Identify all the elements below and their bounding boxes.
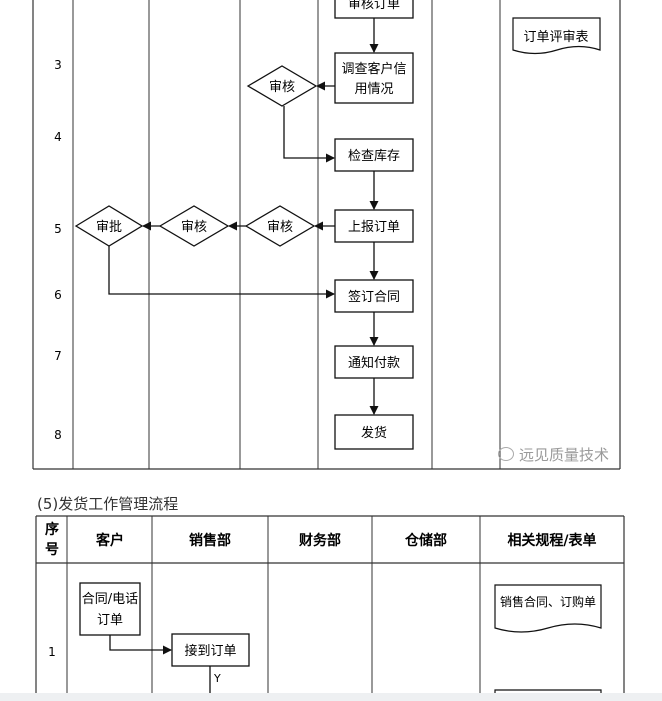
ship-label: 发货 (361, 425, 387, 441)
watermark: 远见质量技术 (498, 444, 609, 465)
customer-order-label-line1: 合同/电话 (82, 592, 138, 607)
row-number: 4 (54, 130, 62, 144)
row-number: 1 (48, 645, 56, 659)
sign-contract-label: 签订合同 (348, 289, 400, 305)
customer-order-box (79, 582, 141, 636)
header-forms: 相关规程/表单 (507, 532, 596, 549)
check-credit-box (334, 52, 414, 104)
page-bottom-shade (0, 693, 662, 701)
row-number: 8 (54, 428, 62, 442)
check-credit-label-line1: 调查客户信 (341, 61, 406, 77)
watermark-text: 远见质量技术 (519, 446, 610, 464)
document-label: 销售合同、订购单 (500, 594, 596, 609)
row-number: 6 (54, 288, 62, 302)
header-finance: 财务部 (298, 532, 341, 549)
report-order-box (334, 209, 414, 243)
check-stock-box (334, 138, 414, 172)
order-flowchart: 3 4 5 6 7 8 审核订单 调查客户信 用情况 检查库存 上报订单 签订合… (32, 0, 621, 470)
yes-label: Y (213, 672, 221, 685)
sign-contract-box (334, 279, 414, 313)
document-shape (512, 17, 601, 55)
row-number: 5 (54, 222, 62, 236)
header-sales: 销售部 (189, 532, 231, 549)
customer-order-label-line2: 订单 (97, 613, 123, 628)
document-label: 订单评审表 (523, 30, 588, 45)
section-caption: (5)发货工作管理流程 (37, 495, 179, 513)
review-label: 审核 (267, 220, 293, 235)
flow-arrow (283, 106, 335, 163)
credit-review-label: 审核 (269, 80, 295, 95)
check-stock-label: 检查库存 (348, 148, 400, 164)
receive-order-label: 接到订单 (184, 643, 236, 659)
receive-order-box (171, 633, 250, 667)
ship-box (334, 414, 414, 450)
row-number: 3 (54, 58, 62, 72)
header-seq-line1: 序 (45, 521, 59, 538)
flow-arrow (109, 635, 172, 655)
document-shape (494, 584, 602, 633)
row-number: 7 (54, 349, 62, 363)
notify-payment-label: 通知付款 (348, 355, 400, 371)
header-seq-line2: 号 (45, 542, 59, 558)
header-customer: 客户 (95, 532, 124, 549)
review-order-label: 审核订单 (348, 0, 400, 12)
wechat-icon (498, 447, 514, 461)
flow-arrow (108, 246, 335, 299)
review-label: 审核 (181, 220, 207, 235)
check-credit-label-line2: 用情况 (354, 82, 393, 97)
header-warehouse: 仓储部 (404, 532, 447, 549)
report-order-label: 上报订单 (348, 220, 400, 235)
approve-label: 审批 (96, 220, 122, 235)
